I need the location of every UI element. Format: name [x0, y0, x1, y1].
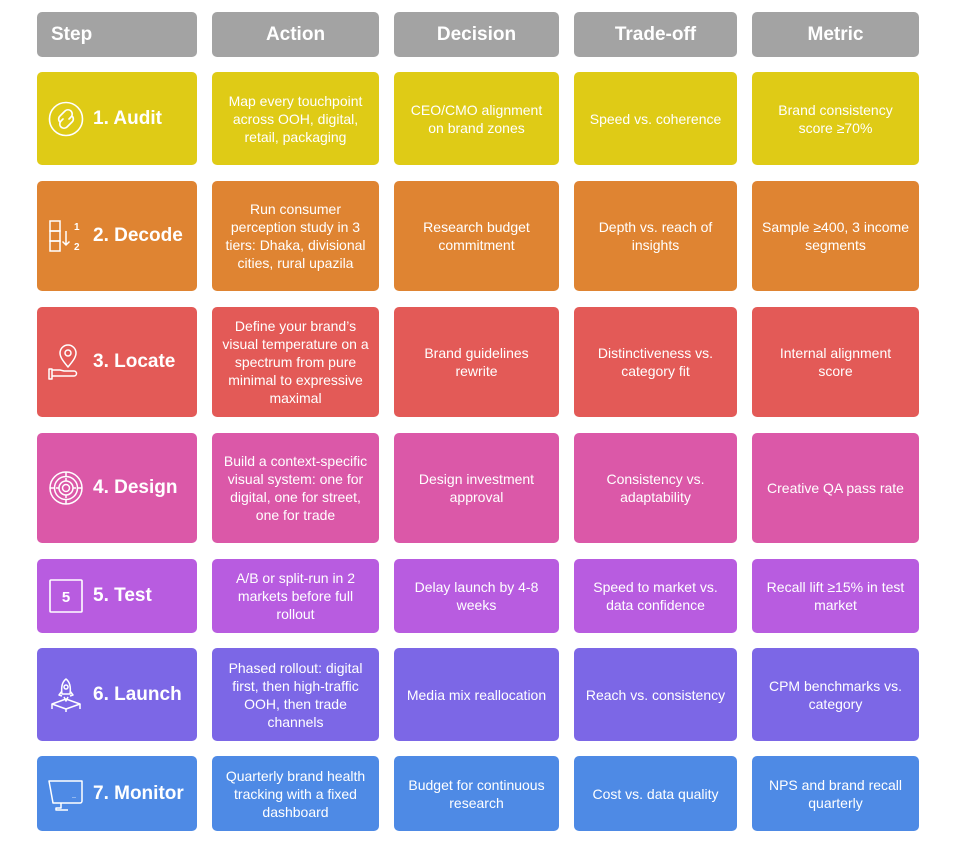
step-launch: 6. Launch [37, 648, 197, 741]
action-cell: Map every touchpoint across OOH, digital… [212, 72, 379, 165]
action-cell: Quarterly brand health tracking with a f… [212, 756, 379, 831]
action-cell: Run consumer perception study in 3 tiers… [212, 181, 379, 291]
rocket-launch-icon [47, 676, 85, 714]
decision-cell: Media mix reallocation [394, 648, 559, 741]
step-test: 5 5. Test [37, 559, 197, 633]
sort-numeric-icon: 1 2 [47, 217, 85, 255]
step-label: 2. Decode [93, 225, 183, 246]
decision-cell: Design investment approval [394, 433, 559, 543]
step-label: 5. Test [93, 585, 152, 606]
decision-cell: Brand guidelines rewrite [394, 307, 559, 417]
tradeoff-cell: Speed vs. coherence [574, 72, 737, 165]
decision-cell: CEO/CMO alignment on brand zones [394, 72, 559, 165]
tradeoff-cell: Consistency vs. adaptability [574, 433, 737, 543]
step-locate: 3. Locate [37, 307, 197, 417]
tradeoff-cell: Distinctiveness vs. category fit [574, 307, 737, 417]
header-metric: Metric [752, 12, 919, 57]
step-design: 4. Design [37, 433, 197, 543]
step-label: 3. Locate [93, 351, 176, 372]
header-decision: Decision [394, 12, 559, 57]
metric-cell: Brand consistency score ≥70% [752, 72, 919, 165]
decision-cell: Research budget commitment [394, 181, 559, 291]
tradeoff-cell: Depth vs. reach of insights [574, 181, 737, 291]
tradeoff-cell: Reach vs. consistency [574, 648, 737, 741]
location-pin-hand-icon [47, 343, 85, 381]
step-label: 1. Audit [93, 107, 162, 129]
metric-cell: NPS and brand recall quarterly [752, 756, 919, 831]
header-action: Action [212, 12, 379, 57]
process-table: Step Action Decision Trade-off Metric 1.… [37, 12, 919, 831]
tradeoff-cell: Cost vs. data quality [574, 756, 737, 831]
link-circle-icon [47, 100, 85, 138]
number-five-box-icon: 5 [47, 577, 85, 615]
svg-text:2: 2 [74, 242, 80, 253]
step-label: 7. Monitor [93, 782, 184, 804]
step-label: 4. Design [93, 477, 178, 498]
tradeoff-cell: Speed to market vs. data confidence [574, 559, 737, 633]
svg-text:1: 1 [74, 222, 80, 233]
step-monitor: 7. Monitor [37, 756, 197, 831]
metric-cell: Recall lift ≥15% in test market [752, 559, 919, 633]
step-decode: 1 2 2. Decode [37, 181, 197, 291]
metric-cell: Internal alignment score [752, 307, 919, 417]
metric-cell: Creative QA pass rate [752, 433, 919, 543]
header-tradeoff: Trade-off [574, 12, 737, 57]
action-cell: A/B or split-run in 2 markets before ful… [212, 559, 379, 633]
target-maze-icon [47, 469, 85, 507]
svg-text:5: 5 [62, 589, 70, 606]
action-cell: Phased rollout: digital first, then high… [212, 648, 379, 741]
decision-cell: Delay launch by 4-8 weeks [394, 559, 559, 633]
metric-cell: Sample ≥400, 3 income segments [752, 181, 919, 291]
step-audit: 1. Audit [37, 72, 197, 165]
monitor-icon [47, 775, 85, 813]
header-step: Step [37, 12, 197, 57]
action-cell: Build a context-specific visual system: … [212, 433, 379, 543]
action-cell: Define your brand’s visual temperature o… [212, 307, 379, 417]
step-label: 6. Launch [93, 683, 182, 705]
metric-cell: CPM benchmarks vs. category [752, 648, 919, 741]
decision-cell: Budget for continuous research [394, 756, 559, 831]
